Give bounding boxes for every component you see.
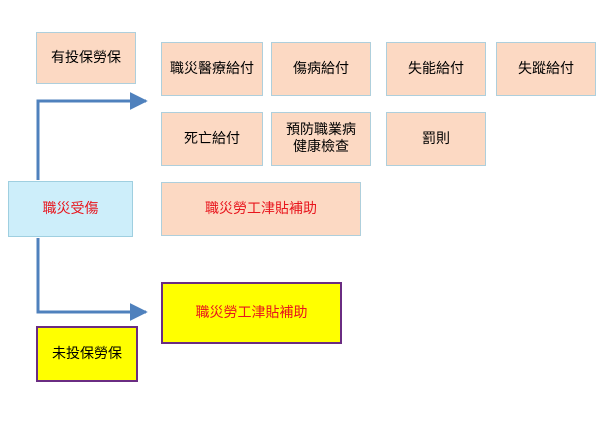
arrow-to-uninsured-subsidy bbox=[36, 238, 148, 321]
benefit-box-death: 死亡給付 bbox=[161, 112, 263, 166]
benefit-label-sickness: 傷病給付 bbox=[293, 60, 349, 77]
injury-label: 職災受傷 bbox=[42, 200, 99, 217]
benefit-label-missing: 失蹤給付 bbox=[518, 60, 574, 77]
uninsured-subsidy-box: 職災勞工津貼補助 bbox=[161, 282, 342, 344]
insured-subsidy-box: 職災勞工津貼補助 bbox=[161, 182, 361, 236]
benefit-label-disability: 失能給付 bbox=[408, 60, 464, 77]
insured-subsidy-label: 職災勞工津貼補助 bbox=[205, 200, 317, 217]
arrow-to-insured-benefits bbox=[36, 92, 148, 180]
benefit-label-prevention-line1: 預防職業病 bbox=[286, 122, 356, 138]
benefit-label-death: 死亡給付 bbox=[184, 130, 240, 147]
benefit-box-penalty: 罰則 bbox=[386, 112, 486, 166]
injury-label-box: 職災受傷 bbox=[8, 181, 133, 237]
benefit-box-sickness: 傷病給付 bbox=[271, 42, 371, 96]
insured-label-box: 有投保勞保 bbox=[36, 32, 136, 84]
uninsured-label: 未投保勞保 bbox=[52, 345, 122, 362]
insured-label: 有投保勞保 bbox=[51, 49, 121, 66]
benefit-box-disability: 失能給付 bbox=[386, 42, 486, 96]
benefit-label-medical: 職災醫療給付 bbox=[170, 60, 254, 77]
uninsured-label-box: 未投保勞保 bbox=[36, 326, 138, 382]
benefit-box-missing: 失蹤給付 bbox=[496, 42, 596, 96]
benefit-box-prevention: 預防職業病 健康檢查 bbox=[271, 112, 371, 166]
benefit-label-penalty: 罰則 bbox=[422, 130, 450, 147]
uninsured-subsidy-label: 職災勞工津貼補助 bbox=[195, 304, 308, 321]
benefit-box-medical: 職災醫療給付 bbox=[161, 42, 263, 96]
benefit-label-prevention-line2: 健康檢查 bbox=[293, 139, 349, 155]
